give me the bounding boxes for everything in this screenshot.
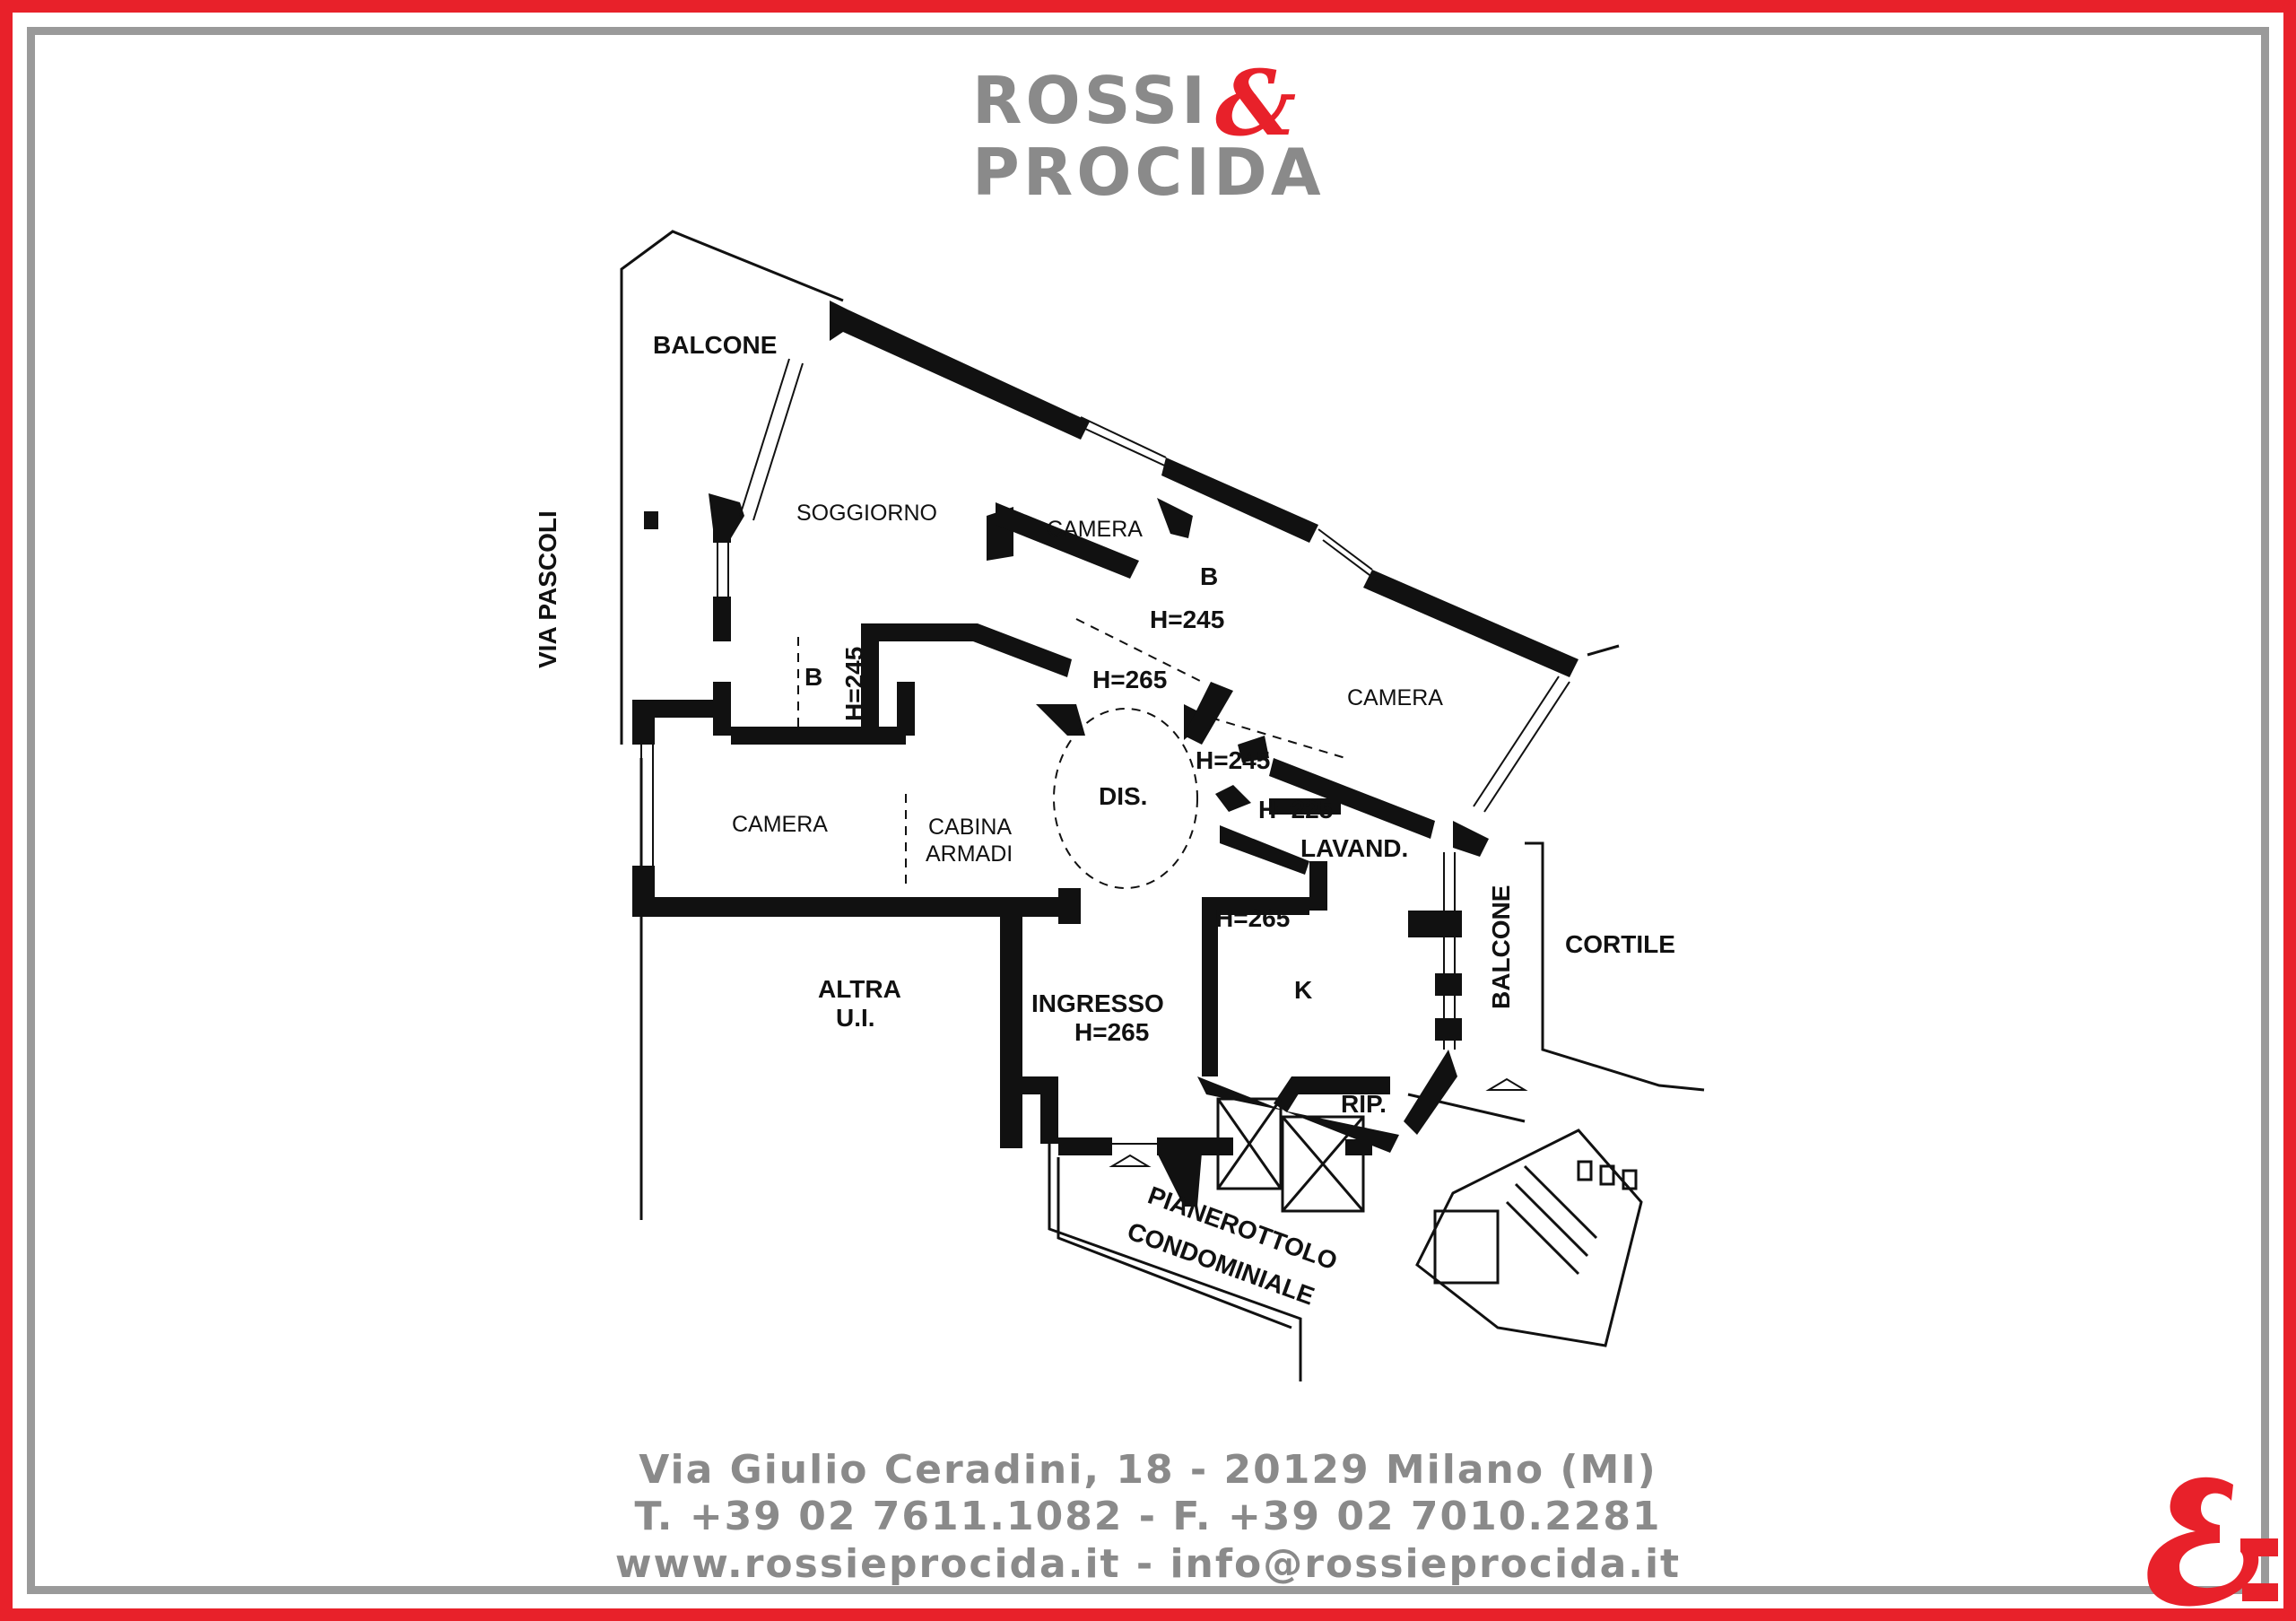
label-camera-2: CAMERA [1347,685,1443,710]
window-marks [640,358,1570,1145]
footer-phones: T. +39 02 7611.1082 - F. +39 02 7010.228… [634,1494,1662,1539]
label-kitchen-height: H=265 [1215,904,1290,932]
label-soggiorno: SOGGIORNO [796,501,937,526]
label-camera-3: CAMERA [732,812,828,837]
footer-address: Via Giulio Ceradini, 18 - 20129 Milano (… [639,1447,1657,1493]
dashed-lines [797,618,1346,889]
label-cortile: CORTILE [1565,930,1675,958]
label-cabina-line1: CABINA [928,815,1012,840]
label-balcone-right: BALCONE [1487,885,1515,1009]
label-bagno-2-height: H=245 [840,647,868,721]
label-kitchen: K [1294,976,1312,1004]
label-rip: RIP. [1341,1090,1387,1118]
brand-name-line2: PROCIDA [972,135,1325,210]
footer-web: www.rossieprocida.it - info@rossieprocid… [614,1541,1682,1587]
label-balcone-top: BALCONE [653,331,777,359]
label-camera-1: CAMERA [1047,517,1143,542]
brand-logo: ROSSI & PROCIDA [960,50,1354,217]
label-bagno-2: B [804,663,822,691]
corner-ampersand-logo [2147,1477,2278,1607]
label-ingresso-height: H=265 [1074,1018,1149,1046]
label-dis: DIS. [1099,782,1147,810]
brand-name-line1: ROSSI [972,63,1209,138]
label-hall-height-top: H=265 [1092,666,1167,693]
stair-block [1216,1097,1643,1347]
column-marker [644,511,658,529]
label-lavand-height: H=225 [1258,796,1333,824]
label-lavand: LAVAND. [1300,834,1408,862]
entry-arrows [1109,1077,1528,1167]
label-ingresso: INGRESSO [1031,989,1164,1017]
street-label: VIA PASCOLI [534,510,561,668]
label-dis-height: H=245 [1196,746,1270,774]
label-altra-line1: ALTRA [818,975,901,1003]
thick-walls [632,301,1578,1207]
inner-grey-frame [27,27,2269,1594]
label-bagno-1-height: H=245 [1150,606,1224,633]
label-bagno-1: B [1200,562,1218,590]
label-cabina-line2: ARMADI [926,841,1013,867]
label-altra-line2: U.I. [836,1004,875,1032]
brand-ampersand: & [1215,50,1297,156]
